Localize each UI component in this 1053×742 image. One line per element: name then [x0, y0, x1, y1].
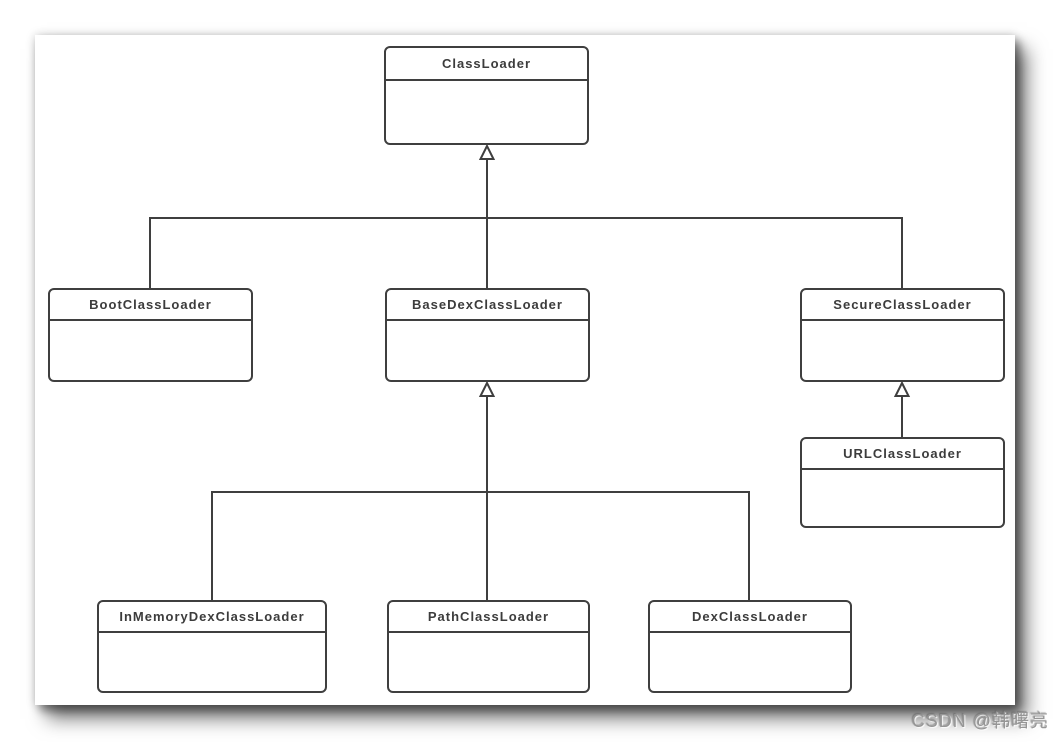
- class-box-bootclassloader: BootClassLoader: [48, 288, 253, 382]
- class-body: [802, 470, 1003, 526]
- class-name-urlclassloader: URLClassLoader: [802, 439, 1003, 470]
- class-box-pathclassloader: PathClassLoader: [387, 600, 590, 693]
- class-name-bootclassloader: BootClassLoader: [50, 290, 251, 321]
- class-body: [50, 321, 251, 380]
- class-body: [387, 321, 588, 380]
- class-name-inmemorydexclassloader: InMemoryDexClassLoader: [99, 602, 325, 633]
- class-body: [802, 321, 1003, 380]
- edge-bus-basedexclassloader-children: [211, 491, 750, 600]
- connector-layer: [149, 143, 911, 600]
- class-box-basedexclassloader: BaseDexClassLoader: [385, 288, 590, 382]
- class-name-basedexclassloader: BaseDexClassLoader: [387, 290, 588, 321]
- class-box-dexclassloader: DexClassLoader: [648, 600, 852, 693]
- inheritance-arrow-icon: [478, 380, 496, 397]
- diagram-panel: ClassLoader BootClassLoader BaseDexClass…: [35, 35, 1015, 705]
- class-name-classloader: ClassLoader: [386, 48, 587, 81]
- inheritance-arrow-icon: [478, 143, 496, 160]
- class-name-pathclassloader: PathClassLoader: [389, 602, 588, 633]
- class-box-secureclassloader: SecureClassLoader: [800, 288, 1005, 382]
- class-body: [650, 633, 850, 691]
- class-box-urlclassloader: URLClassLoader: [800, 437, 1005, 528]
- class-box-classloader: ClassLoader: [384, 46, 589, 145]
- class-box-inmemorydexclassloader: InMemoryDexClassLoader: [97, 600, 327, 693]
- class-name-secureclassloader: SecureClassLoader: [802, 290, 1003, 321]
- inheritance-arrow-icon: [893, 380, 911, 397]
- class-body: [386, 81, 587, 143]
- class-name-dexclassloader: DexClassLoader: [650, 602, 850, 633]
- edge-bus-classloader-children: [149, 217, 903, 288]
- csdn-watermark: CSDN @韩曙亮: [911, 711, 1049, 731]
- class-body: [99, 633, 325, 691]
- class-body: [389, 633, 588, 691]
